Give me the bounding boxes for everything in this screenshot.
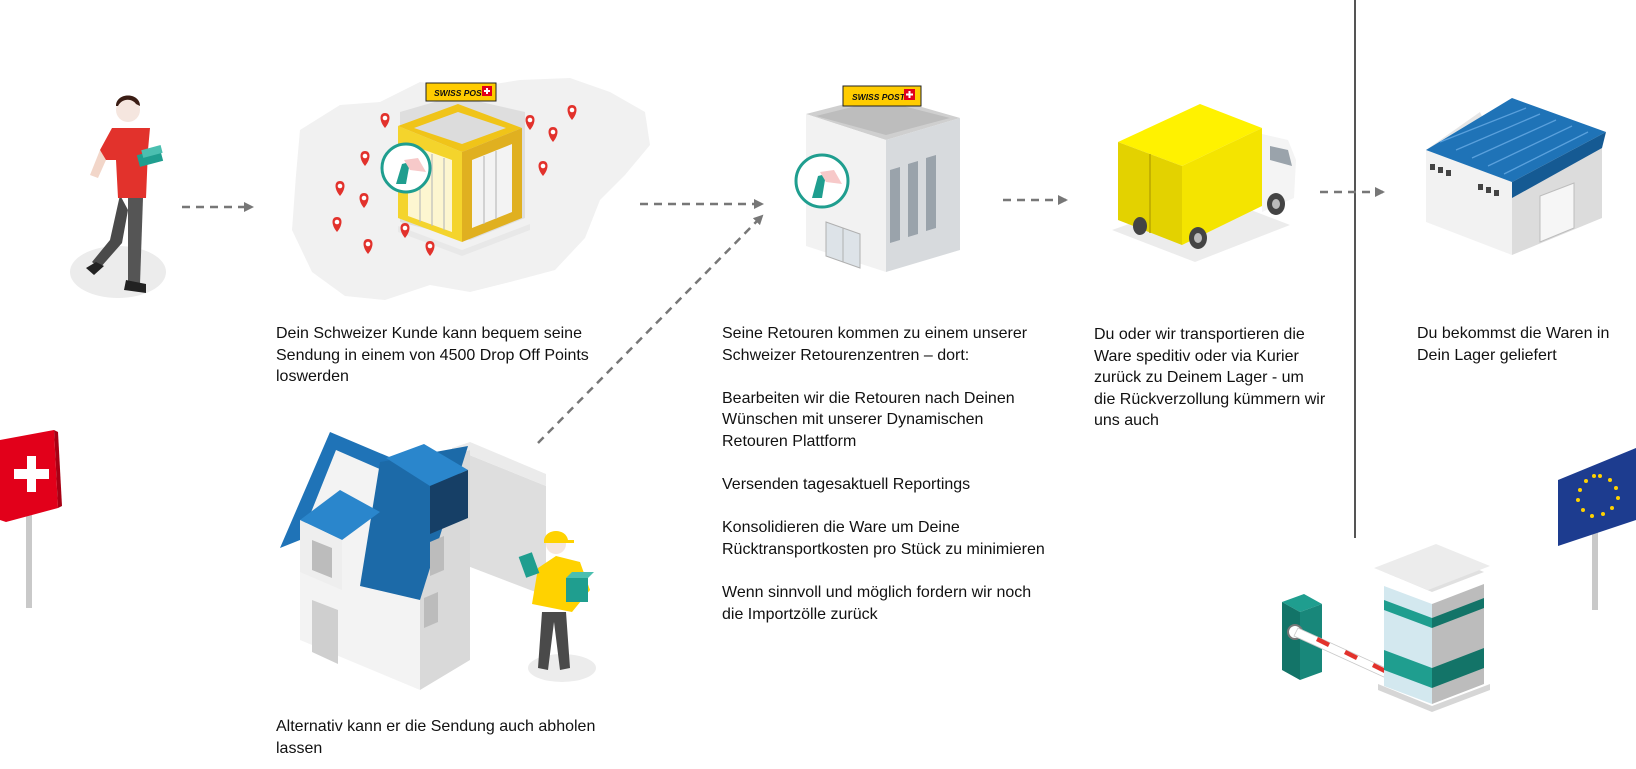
caption-dropoff-points: Dein Schweizer Kunde kann bequem seine S… bbox=[276, 325, 589, 386]
dashed-arrow-icon bbox=[537, 214, 764, 444]
eu-flag-icon bbox=[1558, 448, 1636, 610]
house-with-courier-icon bbox=[280, 432, 596, 690]
swiss-flag-icon bbox=[0, 430, 62, 608]
swiss-post-logo: SWISS POST bbox=[425, 82, 497, 102]
warehouse-icon bbox=[1426, 98, 1606, 255]
svg-text:SWISS POST: SWISS POST bbox=[434, 88, 488, 98]
return-center-item: Konsolidieren die Ware um Deine Rücktran… bbox=[722, 519, 1045, 558]
swiss-map-post-office-icon bbox=[292, 78, 650, 300]
return-center-building-icon bbox=[794, 95, 960, 272]
person-with-parcel-icon bbox=[70, 95, 166, 298]
truck-icon bbox=[1112, 104, 1296, 262]
caption-delivery: Du bekommst die Waren in Dein Lager geli… bbox=[1417, 325, 1610, 364]
return-center-item: Wenn sinnvoll und möglich fordern wir no… bbox=[722, 584, 1032, 623]
swiss-post-logo: SWISS POST bbox=[842, 85, 922, 107]
caption-transport: Du oder wir transportieren die Ware sped… bbox=[1094, 326, 1326, 430]
return-center-item: Bearbeiten wir die Retouren nach Deinen … bbox=[722, 389, 1015, 450]
customs-barrier-icon bbox=[1282, 544, 1490, 712]
svg-text:SWISS POST: SWISS POST bbox=[852, 92, 906, 102]
return-center-heading: Seine Retouren kommen zu einem unserer S… bbox=[722, 325, 1028, 364]
return-center-item: Versenden tagesaktuell Reportings bbox=[722, 476, 971, 494]
return-center-description: Seine Retouren kommen zu einem unserer S… bbox=[722, 323, 1052, 647]
caption-pickup: Alternativ kann er die Sendung auch abho… bbox=[276, 718, 596, 757]
